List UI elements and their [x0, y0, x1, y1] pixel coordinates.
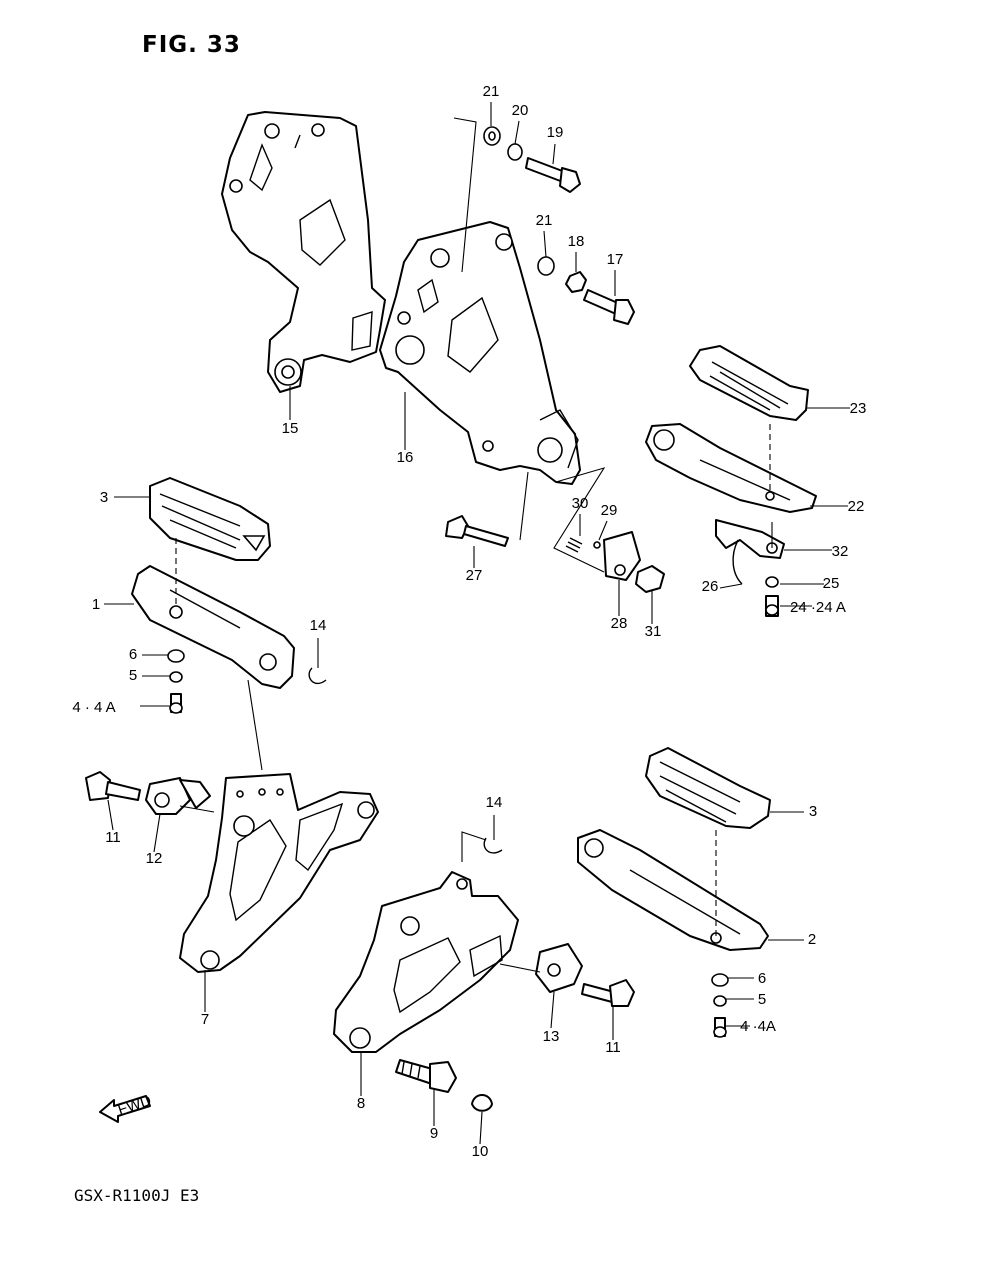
- part-10-cap[interactable]: [471, 1094, 493, 1112]
- callout-c14a[interactable]: 14: [310, 617, 327, 634]
- part-27-bolt[interactable]: [445, 515, 509, 547]
- part-21-washer-b[interactable]: [537, 256, 555, 276]
- callout-c28[interactable]: 28: [611, 615, 628, 632]
- callout-c31[interactable]: 31: [645, 623, 662, 640]
- callout-c30[interactable]: 30: [572, 495, 589, 512]
- part-28-bracket[interactable]: [603, 531, 641, 581]
- callout-c2[interactable]: 2: [808, 931, 816, 948]
- callout-c22[interactable]: 22: [848, 498, 865, 515]
- part-9-bolt[interactable]: [395, 1059, 457, 1093]
- part-16-main-bracket[interactable]: [379, 221, 581, 485]
- part-11-bolt-a[interactable]: [85, 771, 141, 801]
- part-1-footrest-left[interactable]: [131, 565, 295, 689]
- part-30-spring[interactable]: [565, 537, 583, 553]
- callout-c16[interactable]: 16: [397, 449, 414, 466]
- part-17-bolt[interactable]: [583, 289, 635, 325]
- part-18-nut[interactable]: [565, 271, 587, 293]
- callout-c9[interactable]: 9: [430, 1125, 438, 1142]
- part-13-plate[interactable]: [535, 943, 583, 993]
- part-31-nut[interactable]: [635, 565, 665, 593]
- part-4-screw-b[interactable]: [713, 1017, 727, 1038]
- part-6-washer-a[interactable]: [167, 649, 185, 663]
- part-14-clip-a[interactable]: [308, 667, 327, 685]
- callout-c13[interactable]: 13: [543, 1028, 560, 1045]
- part-21-washer-a[interactable]: [483, 126, 501, 146]
- part-29-pin[interactable]: [593, 541, 601, 549]
- model-code: GSX-R1100J E3: [74, 1186, 200, 1205]
- callout-c4b[interactable]: 4 ·4A: [740, 1018, 776, 1035]
- part-25-washer[interactable]: [765, 576, 779, 588]
- callout-c25[interactable]: 25: [823, 575, 840, 592]
- callout-c24[interactable]: 24 ·24 A: [790, 599, 846, 616]
- callout-c3b[interactable]: 3: [809, 803, 817, 820]
- part-3-footrest-rubber-left[interactable]: [149, 477, 271, 561]
- callout-c23[interactable]: 23: [850, 400, 867, 417]
- callout-c14b[interactable]: 14: [486, 794, 503, 811]
- part-3-footrest-rubber-right[interactable]: [645, 747, 771, 829]
- part-6-washer-b[interactable]: [711, 973, 729, 987]
- fwd-arrow-icon: FWD: [99, 1092, 154, 1123]
- callout-c11b[interactable]: 11: [605, 1039, 621, 1056]
- part-14-clip-b[interactable]: [483, 837, 503, 854]
- callout-leaders: [104, 102, 850, 1145]
- callout-c6b[interactable]: 6: [758, 970, 766, 987]
- callout-c20[interactable]: 20: [512, 102, 529, 119]
- part-11-bolt-b[interactable]: [581, 979, 635, 1007]
- part-7-bracket[interactable]: [179, 773, 379, 973]
- callout-c5a[interactable]: 5: [129, 667, 137, 684]
- part-24-screw[interactable]: [765, 595, 779, 617]
- part-32-bracket[interactable]: [715, 519, 785, 585]
- callout-c5b[interactable]: 5: [758, 991, 766, 1008]
- fwd-label: FWD: [116, 1092, 154, 1119]
- part-20-lock-washer[interactable]: [507, 143, 523, 161]
- callout-c17[interactable]: 17: [607, 251, 624, 268]
- callout-c21a[interactable]: 21: [483, 83, 500, 100]
- part-5-washer-a[interactable]: [169, 671, 183, 683]
- callout-c27[interactable]: 27: [466, 567, 483, 584]
- part-8-bracket[interactable]: [333, 871, 519, 1053]
- callout-c8[interactable]: 8: [357, 1095, 365, 1112]
- part-15-rear-bracket[interactable]: [221, 111, 386, 393]
- part-22-footrest[interactable]: [645, 423, 817, 513]
- part-2-footrest-right[interactable]: [577, 829, 769, 951]
- assembly-lines: [175, 117, 773, 973]
- callout-c7[interactable]: 7: [201, 1011, 209, 1028]
- part-4-screw-a[interactable]: [169, 693, 183, 714]
- callout-c19[interactable]: 19: [547, 124, 564, 141]
- callout-c6a[interactable]: 6: [129, 646, 137, 663]
- callout-c15[interactable]: 15: [282, 420, 299, 437]
- part-23-footrest-rubber[interactable]: [689, 345, 809, 421]
- callout-c26[interactable]: 26: [702, 578, 719, 595]
- callout-c12[interactable]: 12: [146, 850, 163, 867]
- callout-c1[interactable]: 1: [92, 596, 100, 613]
- part-12-plate[interactable]: [145, 777, 211, 815]
- callout-c29[interactable]: 29: [601, 502, 618, 519]
- callout-c21b[interactable]: 21: [536, 212, 553, 229]
- figure-title: FIG. 33: [142, 32, 241, 58]
- callout-c4a[interactable]: 4 · 4 A: [72, 699, 115, 716]
- callout-c18[interactable]: 18: [568, 233, 585, 250]
- callout-c32[interactable]: 32: [832, 543, 849, 560]
- callout-c11a[interactable]: 11: [105, 829, 121, 846]
- callout-c3a[interactable]: 3: [100, 489, 108, 506]
- callout-c10[interactable]: 10: [472, 1143, 489, 1160]
- part-5-washer-b[interactable]: [713, 995, 727, 1007]
- part-19-bolt[interactable]: [525, 157, 581, 193]
